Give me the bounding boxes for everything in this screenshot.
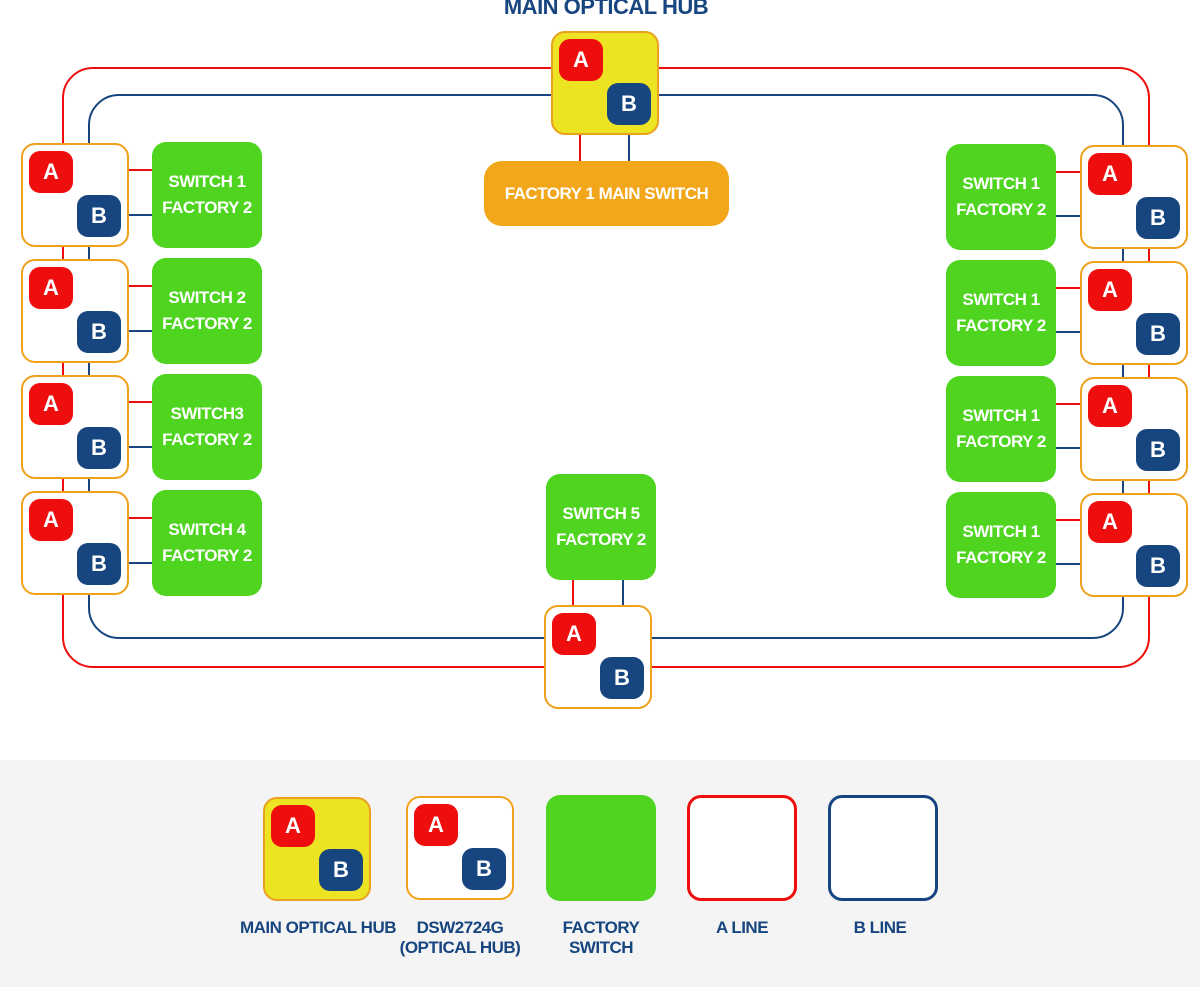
factory-switch-right-4: SWITCH 1 FACTORY 2 — [946, 492, 1056, 598]
page-title: MAIN OPTICAL HUB — [503, 0, 709, 19]
port-a: A — [1088, 385, 1132, 427]
switch-factory: FACTORY 2 — [956, 548, 1046, 567]
factory-switch-5: SWITCH 5 FACTORY 2 — [546, 474, 656, 580]
port-b: B — [77, 311, 121, 353]
port-b: B — [1136, 197, 1180, 239]
switch-factory: FACTORY 2 — [956, 316, 1046, 335]
optical-hub-left-2: A B — [21, 259, 129, 363]
switch-factory: FACTORY 2 — [162, 314, 252, 333]
optical-hub-left-3: A B — [21, 375, 129, 479]
switch-name: SWITCH 2 — [168, 288, 246, 307]
optical-hub-right-1: A B — [1080, 145, 1188, 249]
main-optical-hub: A B — [551, 31, 659, 135]
legend-label-factory-switch-line1: FACTORY — [562, 918, 640, 937]
factory-switch-left-2: SWITCH 2 FACTORY 2 — [152, 258, 262, 364]
port-b: B — [462, 848, 506, 890]
port-b: B — [1136, 313, 1180, 355]
port-b: B — [1136, 429, 1180, 471]
optical-hub-right-4: A B — [1080, 493, 1188, 597]
switch-factory: FACTORY 2 — [162, 546, 252, 565]
legend-label-factory-switch-line2: SWITCH — [568, 938, 634, 957]
port-b: B — [77, 195, 121, 237]
legend-factory-switch — [546, 795, 656, 901]
port-b: B — [77, 427, 121, 469]
optical-hub-bottom: A B — [544, 605, 652, 709]
factory-switch-left-1: SWITCH 1 FACTORY 2 — [152, 142, 262, 248]
switch-name: SWITCH 1 — [962, 174, 1040, 193]
legend: A B A B MAIN OPTICAL HUB DSW2724G (OPTIC… — [0, 760, 1200, 987]
legend-label-a-line: A LINE — [715, 918, 769, 937]
switch-factory: FACTORY 2 — [956, 432, 1046, 451]
switch-factory: FACTORY 2 — [956, 200, 1046, 219]
factory-switch-left-4: SWITCH 4 FACTORY 2 — [152, 490, 262, 596]
optical-hub-left-1: A B — [21, 143, 129, 247]
port-b: B — [607, 83, 651, 125]
port-a: A — [559, 39, 603, 81]
factory-switch-right-2: SWITCH 1 FACTORY 2 — [946, 260, 1056, 366]
legend-main-optical-hub: A B — [263, 797, 371, 901]
factory-switch-left-3: SWITCH3 FACTORY 2 — [152, 374, 262, 480]
switch-name: SWITCH 1 — [962, 522, 1040, 541]
port-a: A — [1088, 269, 1132, 311]
legend-label-main-hub: MAIN OPTICAL HUB — [239, 918, 397, 937]
port-a: A — [29, 499, 73, 541]
port-b: B — [600, 657, 644, 699]
port-a: A — [271, 805, 315, 847]
port-a: A — [1088, 501, 1132, 543]
switch-name: SWITCH 4 — [168, 520, 246, 539]
switch-factory: FACTORY 2 — [162, 198, 252, 217]
optical-hub-right-2: A B — [1080, 261, 1188, 365]
port-a: A — [29, 383, 73, 425]
switch-name: SWITCH 1 — [962, 290, 1040, 309]
switch-name: SWITCH 5 — [562, 504, 640, 523]
legend-b-line — [828, 795, 938, 901]
switch-name: SWITCH 1 — [962, 406, 1040, 425]
legend-optical-hub: A B — [406, 796, 514, 900]
legend-label-factory-switch: FACTORY SWITCH — [511, 918, 691, 958]
port-b: B — [77, 543, 121, 585]
optical-hub-right-3: A B — [1080, 377, 1188, 481]
switch-name: SWITCH 1 — [168, 172, 246, 191]
port-a: A — [1088, 153, 1132, 195]
legend-a-line — [687, 795, 797, 901]
factory-1-main-switch: FACTORY 1 MAIN SWITCH — [484, 161, 729, 226]
optical-hub-left-4: A B — [21, 491, 129, 595]
port-a: A — [29, 267, 73, 309]
port-b: B — [1136, 545, 1180, 587]
legend-label-b-line: B LINE — [853, 918, 907, 937]
port-a: A — [414, 804, 458, 846]
legend-label-optical-hub-line2: (OPTICAL HUB) — [399, 938, 521, 957]
factory-switch-right-1: SWITCH 1 FACTORY 2 — [946, 144, 1056, 250]
legend-label-optical-hub-line1: DSW2724G — [416, 918, 504, 937]
switch-factory: FACTORY 2 — [162, 430, 252, 449]
legend-label-optical-hub: DSW2724G (OPTICAL HUB) — [370, 918, 550, 958]
port-b: B — [319, 849, 363, 891]
port-a: A — [29, 151, 73, 193]
switch-name: SWITCH3 — [170, 404, 245, 423]
switch-factory: FACTORY 2 — [556, 530, 646, 549]
port-a: A — [552, 613, 596, 655]
factory-switch-right-3: SWITCH 1 FACTORY 2 — [946, 376, 1056, 482]
